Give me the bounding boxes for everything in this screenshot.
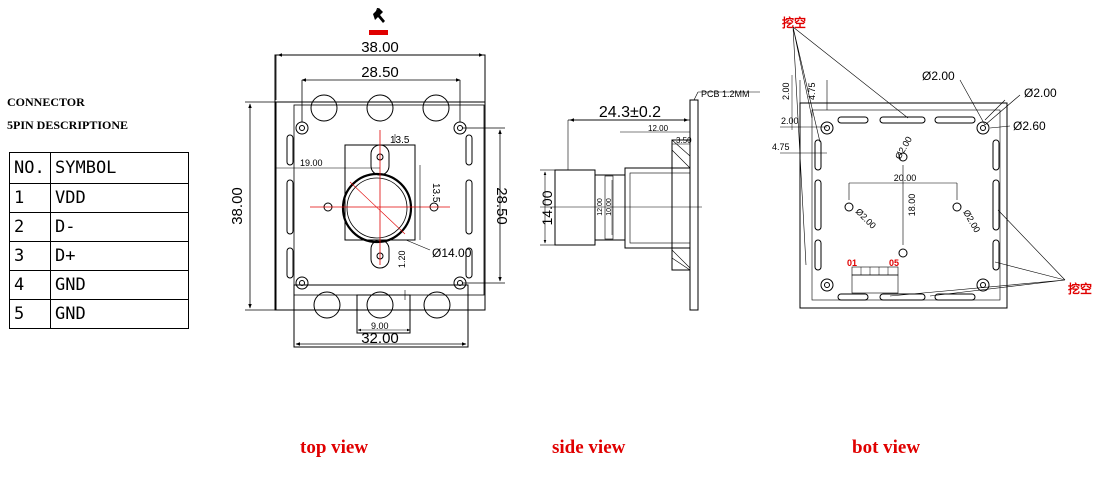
cutout-slot (814, 179, 822, 231)
cutout-note-top: 挖空 (782, 15, 806, 30)
cutout-slot (992, 239, 1000, 271)
mount-pad (366, 94, 394, 122)
mount-hole (453, 276, 467, 290)
pin-symbol: D+ (50, 241, 189, 271)
cutout-slot (814, 139, 822, 171)
top-view: ᴬ (245, 7, 505, 348)
dim-inner-2: 10.00 (606, 198, 613, 216)
bot-view-label: bot view (852, 437, 921, 458)
dim-lens-dia: Ø14.00 (432, 246, 472, 260)
side-view (540, 91, 760, 311)
board-outline (275, 101, 486, 311)
cutout-slot (934, 116, 976, 124)
mount-pad (366, 291, 394, 319)
dim-slot-offset: 19.00 (300, 158, 323, 168)
pin-table-header: NO. SYMBOL (9, 152, 189, 184)
cutout-slot (992, 179, 1000, 231)
pin-symbol: GND (50, 270, 189, 300)
lens (341, 172, 413, 244)
side-slot (465, 247, 473, 279)
header-symbol: SYMBOL (50, 152, 189, 184)
cutout-slot (814, 239, 822, 271)
side-slot (465, 179, 473, 235)
dim-lens-w: 13.5 (390, 135, 410, 146)
dim-diag-hole-3: Ø2.00 (961, 208, 982, 234)
top-view-label: top view (300, 437, 369, 458)
cutout-slot (934, 293, 976, 301)
dim-pcb: PCB 1.2MM (701, 89, 750, 99)
dim-spacing-h: 18.00 (907, 194, 917, 217)
connector-subtitle: 5PIN DESCRIPTIONE (7, 118, 129, 132)
pin-last-label: 05 (889, 258, 899, 268)
mount-hole (453, 121, 467, 135)
mount-pad (422, 94, 450, 122)
dim-height-holes: 28.50 (493, 187, 510, 225)
svg-text:ᴬ: ᴬ (375, 7, 381, 19)
cutout-slot (837, 293, 869, 301)
side-slot (286, 134, 294, 166)
dim-flange: 3.50 (676, 136, 692, 145)
dim-hole-1: Ø2.00 (922, 69, 955, 83)
cutout-slot (879, 116, 926, 124)
dim-hole-2: Ø2.00 (1024, 86, 1057, 100)
mount-hole (976, 278, 990, 292)
pin-symbol: D- (50, 212, 189, 242)
dim-width-holes: 28.50 (361, 64, 399, 81)
dim-200a: 2.00 (781, 82, 791, 100)
dim-width-bottom: 32.00 (361, 330, 399, 347)
mount-pad (310, 94, 338, 122)
pin-first-label: 01 (847, 258, 857, 268)
dim-width-outer: 38.00 (361, 39, 399, 56)
dim-height: 14.00 (539, 190, 555, 225)
dim-connector-w: 9.00 (371, 321, 389, 331)
cutout-slot (837, 116, 869, 124)
board-outline (799, 102, 1008, 309)
dim-475b: 4.75 (772, 142, 790, 152)
connector-outline (356, 294, 411, 334)
mount-pad (423, 291, 451, 319)
mount-hole (295, 121, 309, 135)
dim-475a: 4.75 (807, 82, 817, 100)
cutout-slot (992, 139, 1000, 171)
dim-diag-hole-1: Ø2.00 (893, 135, 914, 161)
dim-lens-h: 13.5 (430, 183, 441, 203)
mount-hole (820, 121, 834, 135)
mount-pad (313, 291, 341, 319)
tool-logo-icon: ᴬ (369, 7, 388, 35)
pin-symbol: GND (50, 299, 189, 329)
dim-hole-3: Ø2.60 (1013, 119, 1046, 133)
dim-barrel: 12.00 (648, 124, 669, 133)
dim-spacing-w: 20.00 (894, 173, 917, 183)
dim-diag-hole-2: Ø2.00 (854, 206, 878, 230)
cutout-slot (879, 293, 926, 301)
dim-length: 24.3±0.2 (599, 104, 661, 121)
dim-200b: 2.00 (781, 116, 799, 126)
side-slot (286, 247, 294, 279)
side-slot (465, 134, 473, 166)
connector-title: CONNECTOR (7, 95, 85, 109)
mount-hole (295, 276, 309, 290)
pin-symbol: VDD (50, 183, 189, 213)
dim-connector-h: 1.20 (397, 250, 407, 268)
side-view-label: side view (552, 437, 626, 458)
mount-hole (820, 278, 834, 292)
dim-height-outer: 38.00 (229, 187, 246, 225)
cutout-note-bottom: 挖空 (1068, 281, 1092, 296)
side-slot (286, 179, 294, 235)
dim-inner-1: 12.00 (597, 198, 604, 216)
pin-no: 5 (9, 299, 51, 329)
bot-view (780, 26, 1066, 309)
